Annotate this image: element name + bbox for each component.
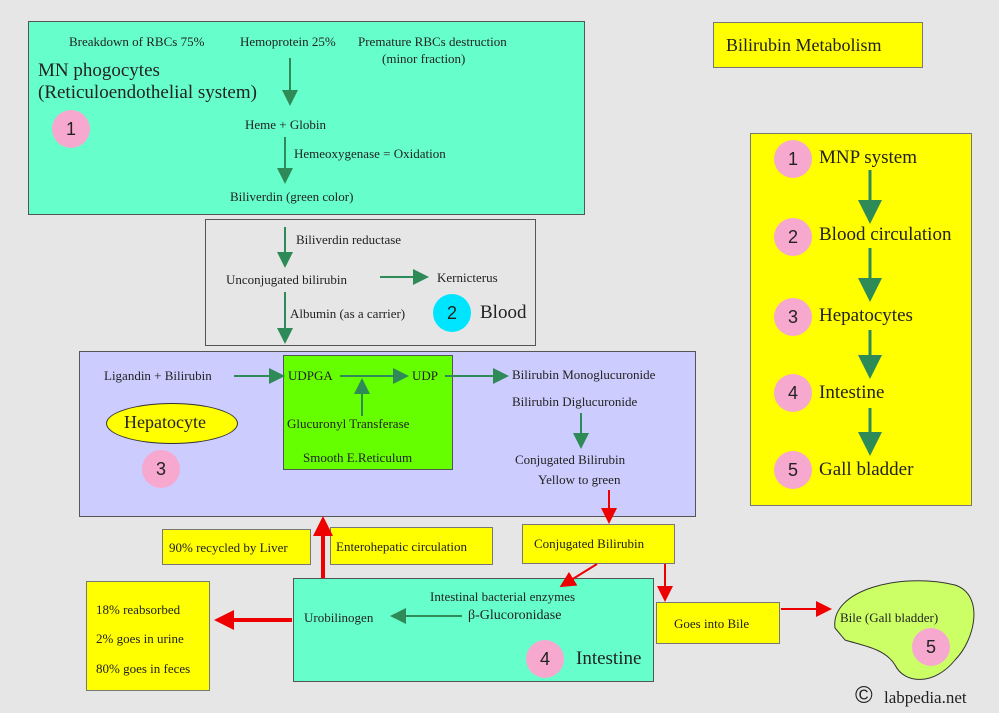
summary-3-badge: 3 — [774, 298, 812, 336]
copyright-icon: © — [855, 682, 873, 709]
conjugated-bilirubin-text: Conjugated Bilirubin — [515, 452, 626, 467]
heme-globin-text: Heme + Globin — [245, 117, 326, 132]
step-4-badge: 4 — [526, 640, 564, 678]
hepatocyte-label: Hepatocyte — [124, 412, 206, 432]
unconjugated-text: Unconjugated bilirubin — [226, 272, 347, 287]
bile-box-text: Goes into Bile — [674, 616, 750, 631]
mn-system-box — [28, 21, 585, 215]
urobilinogen-text: Urobilinogen — [304, 610, 374, 625]
gall-bladder-label: Bile (Gall bladder) — [840, 610, 939, 625]
biliverdin-text: Biliverdin (green color) — [230, 189, 354, 204]
conjugated-box-text: Conjugated Bilirubin — [534, 536, 645, 551]
intestine-label: Intestine — [576, 648, 642, 669]
transferase-text: Glucuronyl Transferase — [287, 416, 410, 431]
urine-text: 2% goes in urine — [96, 631, 184, 646]
yellow-green-text: Yellow to green — [538, 472, 621, 487]
enzymes-text: Intestinal bacterial enzymes — [430, 589, 576, 604]
glucoronidase-text: β-Glucoronidase — [468, 608, 562, 623]
summary-5-label: Gall bladder — [819, 459, 914, 480]
albumin-text: Albumin (as a carrier) — [290, 306, 406, 321]
reabsorbed-text: 18% reabsorbed — [96, 602, 181, 617]
ligandin-text: Ligandin + Bilirubin — [104, 368, 212, 383]
bile-box: Goes into Bile — [656, 602, 780, 644]
step-1-badge: 1 — [52, 110, 90, 148]
monoglucuronide-text: Bilirubin Monoglucuronide — [512, 367, 656, 382]
minor-fraction-text: (minor fraction) — [382, 51, 466, 66]
summary-1-label: MNP system — [819, 147, 918, 168]
kernicterus-text: Kernicterus — [437, 270, 498, 285]
diglucuronide-text: Bilirubin Diglucuronide — [512, 394, 638, 409]
udp-text: UDP — [412, 368, 439, 383]
title: Bilirubin Metabolism — [726, 35, 882, 55]
summary-5-badge: 5 — [774, 451, 812, 489]
smooth-er-text: Smooth E.Reticulum — [303, 450, 413, 465]
step-3-badge: 3 — [142, 450, 180, 488]
premature-rbc-text: Premature RBCs destruction — [358, 34, 507, 49]
blood-box — [205, 219, 536, 346]
mn-label-1: MN phogocytes — [38, 60, 160, 81]
reductase-text: Biliverdin reductase — [296, 232, 402, 247]
summary-1-badge: 1 — [774, 140, 812, 178]
intestine-box — [293, 578, 654, 682]
hemoprotein-text: Hemoprotein 25% — [240, 34, 336, 49]
hepatocyte-label-oval — [106, 403, 238, 444]
feces-text: 80% goes in feces — [96, 661, 191, 676]
step-5-badge: 5 — [912, 628, 950, 666]
summary-4-label: Intestine — [819, 382, 885, 403]
hemeoxygenase-text: Hemeoxygenase = Oxidation — [294, 146, 446, 161]
udpga-text: UDPGA — [288, 368, 333, 383]
mn-label-2: (Reticuloendothelial system) — [38, 82, 257, 103]
blood-label: Blood — [480, 302, 527, 323]
summary-2-badge: 2 — [774, 218, 812, 256]
summary-3-label: Hepatocytes — [819, 305, 913, 326]
title-box: Bilirubin Metabolism — [713, 22, 923, 68]
summary-4-badge: 4 — [774, 374, 812, 412]
recycled-text: 90% recycled by Liver — [169, 540, 288, 555]
fate-box — [86, 581, 210, 691]
enterohepatic-box: Enterohepatic circulation — [330, 527, 493, 565]
enterohepatic-text: Enterohepatic circulation — [336, 539, 468, 554]
recycled-box: 90% recycled by Liver — [162, 529, 311, 565]
gall-bladder-shape — [834, 580, 975, 680]
watermark-text: labpedia.net — [884, 688, 967, 707]
rbc-breakdown-text: Breakdown of RBCs 75% — [69, 34, 205, 49]
step-2-badge: 2 — [433, 294, 471, 332]
smooth-er-box — [283, 355, 453, 470]
conjugated-box: Conjugated Bilirubin — [522, 524, 675, 564]
summary-2-label: Blood circulation — [819, 224, 952, 245]
